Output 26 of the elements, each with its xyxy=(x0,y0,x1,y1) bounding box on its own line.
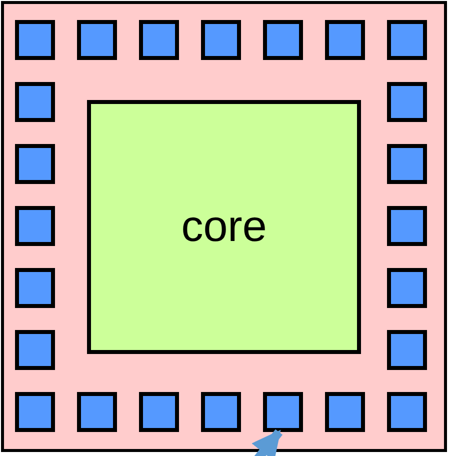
pad-square xyxy=(387,268,427,308)
pad-square xyxy=(263,20,303,60)
pad-square xyxy=(263,392,303,432)
pad-square xyxy=(387,20,427,60)
pad-square xyxy=(15,392,55,432)
pad-square xyxy=(139,20,179,60)
pad-square xyxy=(325,20,365,60)
pad-square xyxy=(15,268,55,308)
pad-square xyxy=(77,392,117,432)
pad-square xyxy=(387,82,427,122)
pad-square xyxy=(387,392,427,432)
core-label: core xyxy=(181,202,267,252)
pad-square xyxy=(15,206,55,246)
pad-square xyxy=(387,206,427,246)
pad-square xyxy=(15,330,55,370)
pad-square xyxy=(325,392,365,432)
pad-square xyxy=(15,144,55,184)
pad-square xyxy=(387,330,427,370)
pad-square xyxy=(201,392,241,432)
pad-square xyxy=(387,144,427,184)
pad-square xyxy=(15,82,55,122)
pad-square xyxy=(15,20,55,60)
pad-square xyxy=(139,392,179,432)
core-block xyxy=(87,100,361,354)
pad-square xyxy=(201,20,241,60)
pad-square xyxy=(77,20,117,60)
